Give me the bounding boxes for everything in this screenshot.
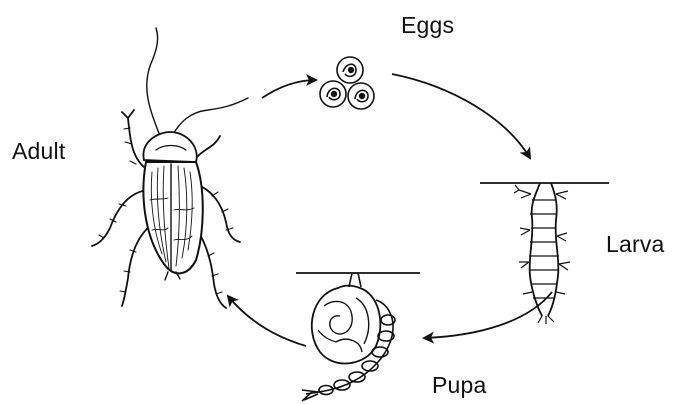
arrow-pupa-to-adult: [228, 296, 306, 346]
larva-illustration: [480, 183, 609, 324]
pupa-label: Pupa: [432, 372, 487, 399]
adult-illustration: [92, 28, 248, 308]
egg: [320, 81, 346, 107]
arrow-larva-to-pupa: [424, 292, 552, 338]
eggs-label: Eggs: [401, 12, 454, 39]
pupa-illustration: [296, 273, 420, 401]
arrow-adult-to-eggs: [262, 80, 316, 98]
adult-label: Adult: [12, 138, 65, 165]
egg: [348, 83, 374, 109]
egg: [337, 57, 363, 83]
eggs-illustration: [320, 57, 374, 109]
larva-label: Larva: [606, 231, 665, 258]
arrow-eggs-to-larva: [392, 74, 530, 158]
